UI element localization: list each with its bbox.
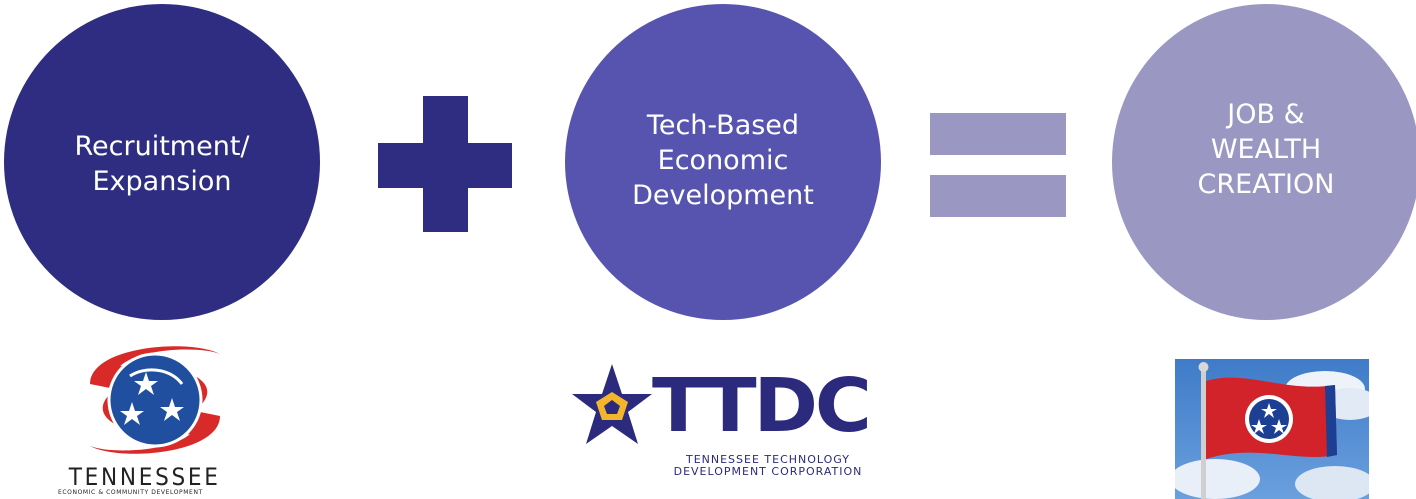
job-wealth-creation-circle: JOB & WEALTH CREATION	[1112, 4, 1416, 320]
circle-1-line-2: Expansion	[92, 166, 232, 197]
circle-2-line-2: Economic	[657, 144, 789, 176]
ecd-logo-name: TENNESSEE	[68, 463, 221, 491]
ttdc-logo-line-1: TENNESSEE TECHNOLOGY	[685, 453, 851, 466]
circle-2-line-3: Development	[632, 179, 814, 211]
equals-top-bar	[930, 113, 1066, 155]
plus-vertical-bar	[423, 96, 468, 232]
equals-bottom-bar	[930, 175, 1066, 217]
ttdc-logo: TTDC TENNESSEE TECHNOLOGY DEVELOPMENT CO…	[570, 362, 880, 487]
circle-1-line-1: Recruitment/	[74, 131, 250, 162]
ecd-logo-tagline: ECONOMIC & COMMUNITY DEVELOPMENT	[58, 489, 203, 496]
circle-2-line-1: Tech-Based	[646, 109, 800, 141]
ttdc-logo-line-2: DEVELOPMENT CORPORATION	[673, 465, 863, 478]
tech-based-economic-development-circle: Tech-Based Economic Development	[565, 4, 881, 320]
circle-3-line-3: CREATION	[1197, 169, 1335, 200]
ttdc-logo-name: TTDC	[652, 363, 872, 449]
tennessee-ecd-logo: TENNESSEE ECONOMIC & COMMUNITY DEVELOPME…	[50, 336, 260, 499]
tennessee-flag-icon	[1175, 359, 1369, 499]
circle-3-line-1: JOB &	[1227, 99, 1305, 130]
tennessee-ecd-emblem-icon	[90, 346, 220, 454]
recruitment-expansion-circle: Recruitment/ Expansion	[4, 4, 320, 320]
circle-3-line-2: WEALTH	[1210, 134, 1322, 165]
tennessee-flag-image	[1175, 359, 1369, 499]
ttdc-star-icon	[572, 364, 652, 444]
